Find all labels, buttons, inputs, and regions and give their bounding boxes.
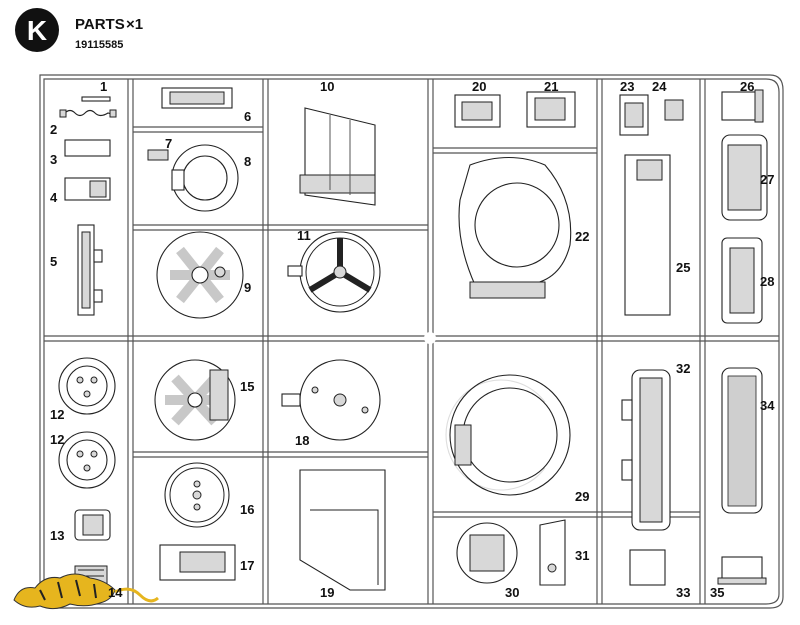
part-label-32: 32 bbox=[676, 361, 690, 376]
part-21 bbox=[526, 91, 576, 128]
part-label-21: 21 bbox=[544, 79, 558, 94]
part-25 bbox=[624, 154, 671, 316]
part-31 bbox=[539, 519, 566, 586]
part-26 bbox=[721, 89, 764, 123]
part-11 bbox=[287, 231, 381, 313]
part-35 bbox=[717, 556, 767, 585]
part-33 bbox=[629, 549, 666, 586]
part-label-11: 11 bbox=[297, 228, 311, 243]
part-19 bbox=[299, 469, 386, 591]
part-12-a bbox=[58, 357, 116, 415]
part-10 bbox=[299, 107, 376, 206]
part-label-19: 19 bbox=[320, 585, 334, 600]
part-30 bbox=[456, 522, 518, 584]
part-label-5: 5 bbox=[50, 254, 57, 269]
part-7 bbox=[147, 149, 169, 161]
part-label-7: 7 bbox=[165, 136, 172, 151]
part-label-20: 20 bbox=[472, 79, 486, 94]
part-18 bbox=[281, 359, 381, 441]
part-label-26: 26 bbox=[740, 79, 754, 94]
part-label-10: 10 bbox=[320, 79, 334, 94]
part-6 bbox=[161, 87, 233, 109]
part-23 bbox=[619, 94, 649, 136]
part-label-34: 34 bbox=[760, 398, 775, 413]
sprue-title: PARTS bbox=[75, 16, 125, 33]
part-29 bbox=[445, 374, 571, 496]
part-label-6: 6 bbox=[244, 109, 251, 124]
part-labels: 1 2 3 4 5 6 7 8 9 10 11 12 12 13 14 15 1… bbox=[50, 79, 775, 600]
part-20 bbox=[454, 94, 501, 128]
part-12-b bbox=[58, 431, 116, 489]
part-label-14: 14 bbox=[108, 585, 123, 600]
part-label-27: 27 bbox=[760, 172, 774, 187]
part-label-25: 25 bbox=[676, 260, 690, 275]
part-label-18: 18 bbox=[295, 433, 309, 448]
part-34 bbox=[721, 367, 763, 514]
part-label-33: 33 bbox=[676, 585, 690, 600]
part-22 bbox=[458, 157, 572, 299]
part-label-28: 28 bbox=[760, 274, 774, 289]
sprue-letter: K bbox=[27, 15, 47, 46]
sprue-quantity: ×1 bbox=[126, 16, 143, 33]
part-32 bbox=[621, 369, 671, 531]
part-label-30: 30 bbox=[505, 585, 519, 600]
part-label-9: 9 bbox=[244, 280, 251, 295]
part-label-24: 24 bbox=[652, 79, 667, 94]
part-label-16: 16 bbox=[240, 502, 254, 517]
part-label-2: 2 bbox=[50, 122, 57, 137]
part-4 bbox=[64, 177, 111, 201]
part-label-22: 22 bbox=[575, 229, 589, 244]
part-3 bbox=[64, 139, 111, 157]
part-17 bbox=[159, 544, 236, 581]
sprue-letter-badge bbox=[15, 8, 59, 52]
part-label-31: 31 bbox=[575, 548, 589, 563]
part-16 bbox=[164, 462, 230, 528]
part-label-29: 29 bbox=[575, 489, 589, 504]
sprue-frame bbox=[39, 74, 784, 609]
part-label-17: 17 bbox=[240, 558, 254, 573]
part-label-12a: 12 bbox=[50, 407, 64, 422]
part-label-15: 15 bbox=[240, 379, 254, 394]
part-13 bbox=[74, 509, 111, 541]
tiger-icon bbox=[13, 573, 159, 610]
part-label-35: 35 bbox=[710, 585, 724, 600]
part-label-1: 1 bbox=[100, 79, 107, 94]
part-label-4: 4 bbox=[50, 190, 58, 205]
part-8 bbox=[171, 144, 239, 212]
part-15 bbox=[154, 359, 236, 441]
part-24 bbox=[664, 99, 684, 121]
part-label-8: 8 bbox=[244, 154, 251, 169]
part-28 bbox=[721, 237, 763, 324]
part-1 bbox=[59, 96, 117, 118]
part-label-13: 13 bbox=[50, 528, 64, 543]
part-label-3: 3 bbox=[50, 152, 57, 167]
sprue-code: 19115585 bbox=[75, 39, 123, 51]
sprue-header: K PARTS ×1 19115585 bbox=[15, 8, 143, 52]
part-27 bbox=[721, 134, 768, 221]
part-label-12b: 12 bbox=[50, 432, 64, 447]
part-5 bbox=[77, 224, 103, 316]
part-label-23: 23 bbox=[620, 79, 634, 94]
part-9 bbox=[156, 231, 244, 319]
